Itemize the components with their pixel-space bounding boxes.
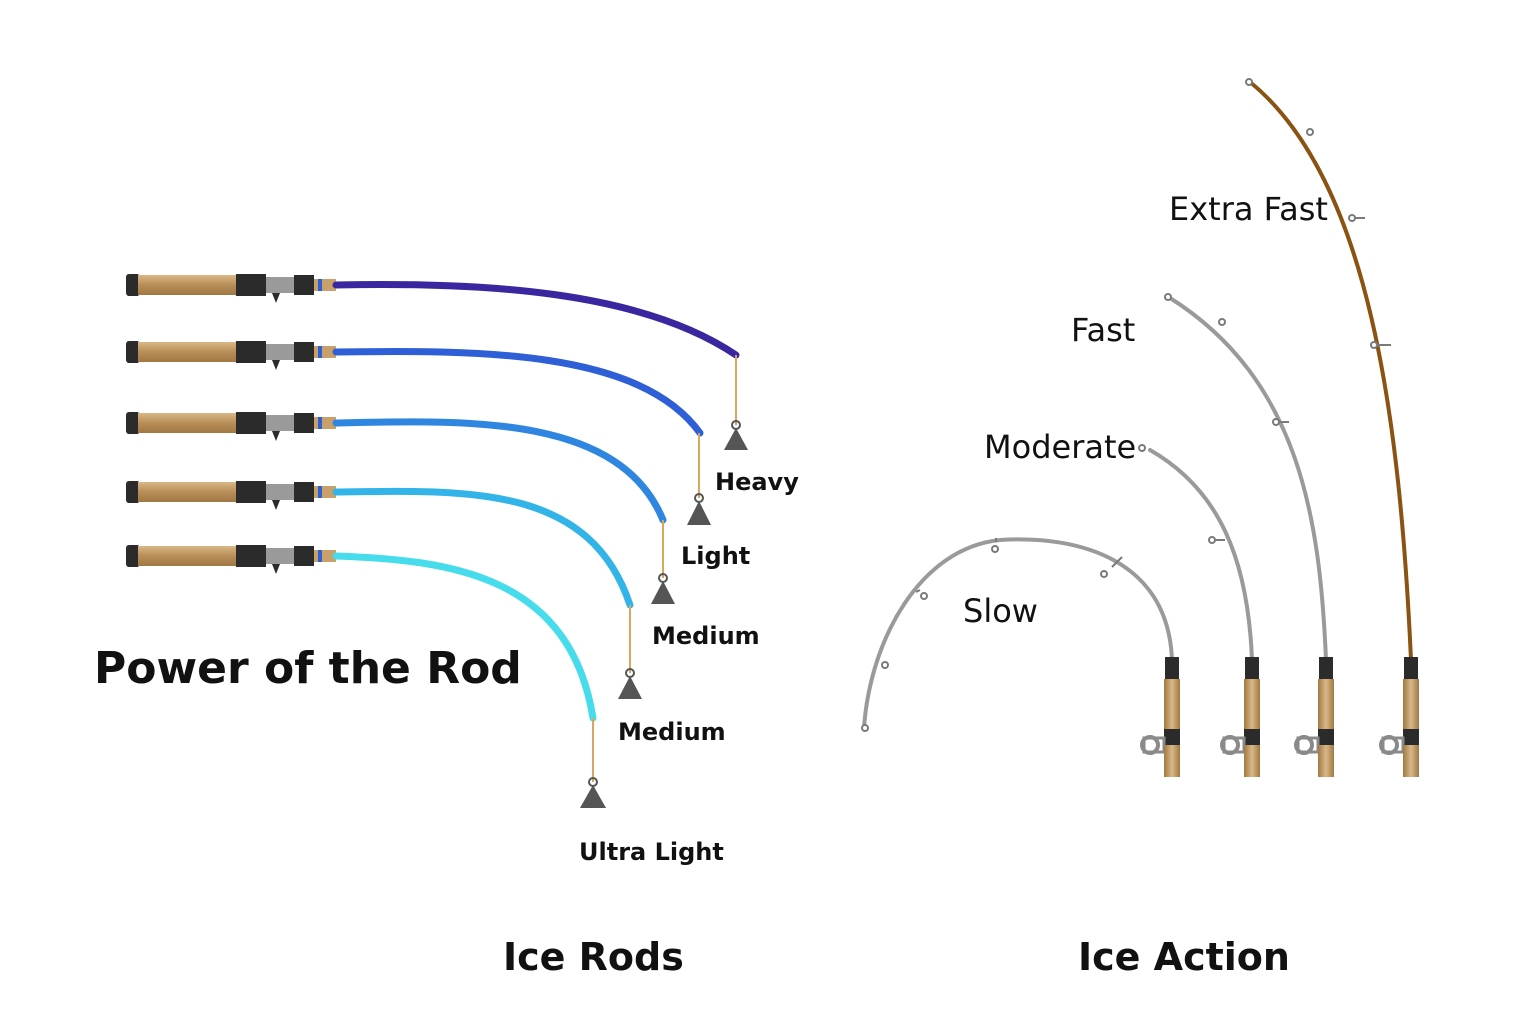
rod-moderate-label: Moderate <box>984 428 1136 466</box>
rod-medium-2-handle <box>126 481 336 510</box>
rod-medium-2-sinker <box>618 668 642 699</box>
rod-slow: Slow <box>861 537 1180 777</box>
rod-ultra-light-handle <box>126 545 336 574</box>
rod-slow-handle <box>1140 657 1180 777</box>
rod-moderate-blank <box>1148 448 1254 662</box>
rod-ultra-light: Ultra Light <box>126 545 724 866</box>
action-caption: Ice Action <box>1078 935 1290 979</box>
rod-medium-1-sinker <box>651 573 675 604</box>
rod-medium-1-label: Medium <box>652 622 760 650</box>
rod-extra-fast-guides <box>1245 78 1391 349</box>
rod-slow-guides <box>861 538 1123 732</box>
rod-ultra-light-blank <box>332 552 597 722</box>
rod-fast-blank <box>1168 296 1328 662</box>
rod-extra-fast-handle <box>1379 657 1419 777</box>
rod-medium-1: Medium <box>126 412 760 650</box>
rod-moderate-handle <box>1220 657 1260 777</box>
rod-light-blank <box>332 348 704 437</box>
rod-medium-2-label: Medium <box>618 718 726 746</box>
rod-light-label: Light <box>681 542 750 570</box>
rod-extra-fast: Extra Fast <box>1169 78 1419 777</box>
rod-slow-label: Slow <box>963 592 1038 630</box>
rod-moderate-guides <box>1138 444 1225 544</box>
rod-fast-handle <box>1294 657 1334 777</box>
rod-heavy: Heavy <box>126 274 799 496</box>
rod-slow-blank <box>862 537 1174 730</box>
rod-fast-label: Fast <box>1071 311 1135 349</box>
rod-heavy-sinker <box>724 420 748 450</box>
rod-fast-guides <box>1164 293 1289 426</box>
rod-medium-1-handle <box>126 412 336 441</box>
rod-heavy-handle <box>126 274 336 303</box>
rod-medium-1-blank <box>332 418 667 524</box>
action-section: Slow Moderate <box>861 78 1419 979</box>
rod-medium-2: Medium <box>126 481 726 746</box>
rod-heavy-label: Heavy <box>715 468 799 496</box>
power-title: Power of the Rod <box>94 643 522 694</box>
rod-light: Light <box>126 341 750 570</box>
rod-fast: Fast <box>1071 293 1334 777</box>
rod-light-handle <box>126 341 336 370</box>
power-section: Heavy Light <box>94 274 799 979</box>
power-caption: Ice Rods <box>503 935 684 979</box>
rod-heavy-blank <box>332 280 740 359</box>
rod-extra-fast-blank <box>1248 80 1413 662</box>
rod-ultra-light-label: Ultra Light <box>579 838 724 866</box>
rod-light-sinker <box>687 493 711 525</box>
rod-moderate: Moderate <box>984 428 1260 777</box>
rod-medium-2-blank <box>332 487 634 609</box>
rod-extra-fast-label: Extra Fast <box>1169 190 1328 228</box>
rod-ultra-light-sinker <box>580 777 606 808</box>
